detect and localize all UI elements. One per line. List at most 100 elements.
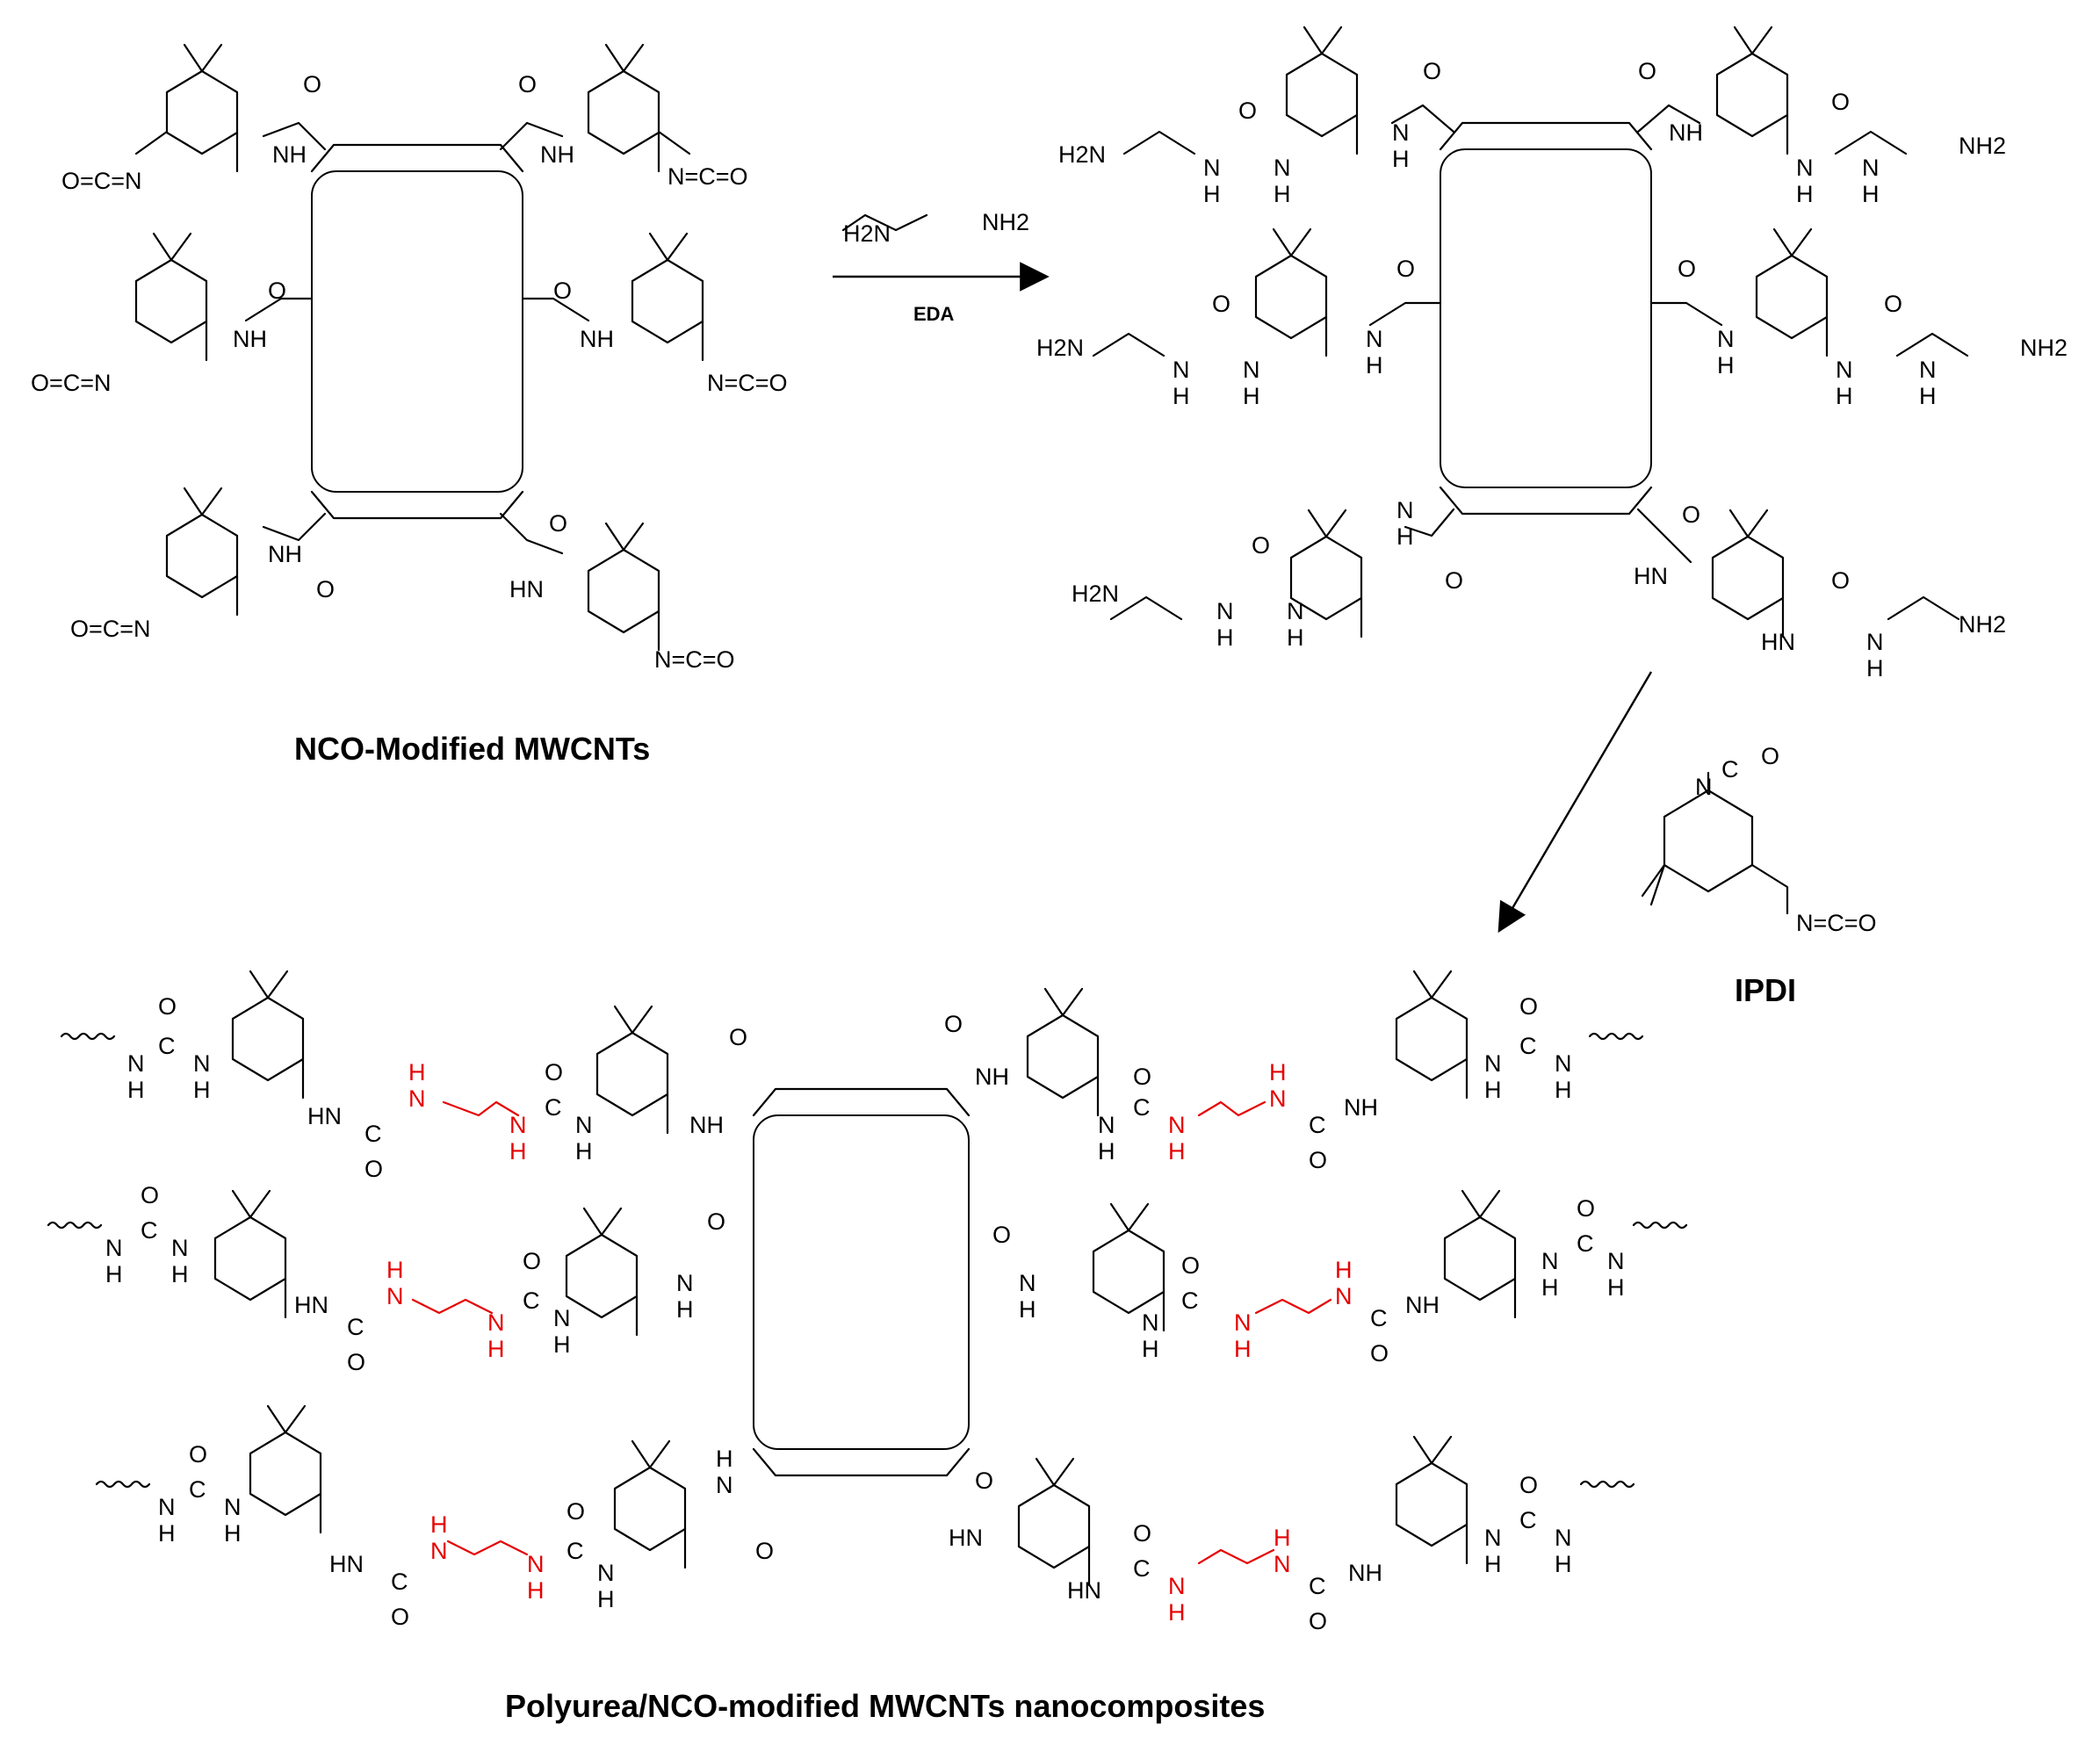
- hn-label: HN: [1634, 563, 1668, 589]
- o-label: O: [1423, 58, 1441, 84]
- hn-label: HN: [949, 1525, 983, 1551]
- h-label-red: H: [430, 1511, 448, 1538]
- o-label: O: [523, 1248, 541, 1274]
- n-label: N: [716, 1472, 733, 1498]
- h-label-red: H: [1274, 1525, 1291, 1551]
- ipdi-structure: N C O N=C=O IPDI: [1641, 743, 1877, 1008]
- o-label: O: [1831, 567, 1850, 594]
- arm-lr: [499, 512, 660, 652]
- n-label: N: [1796, 155, 1814, 181]
- arm-ul: [134, 43, 327, 173]
- h-label-red: H: [487, 1336, 505, 1362]
- n-label-red: N: [1168, 1573, 1186, 1599]
- h2n-label: H2N: [1058, 141, 1106, 168]
- h2n-label: H2N: [1036, 335, 1084, 361]
- n-label: N: [1366, 326, 1383, 352]
- n-label: N: [193, 1050, 211, 1077]
- nco-label: O=C=N: [70, 616, 151, 642]
- h-label-red: H: [1269, 1059, 1287, 1085]
- h-label: H: [1287, 624, 1304, 651]
- n-label: N: [1607, 1248, 1625, 1274]
- h-label: H: [1607, 1274, 1625, 1301]
- o-label: O: [1252, 532, 1270, 559]
- h-label: H: [1484, 1551, 1502, 1577]
- arm-ur: [499, 43, 691, 173]
- reaction-arrow-1: H2N NH2 EDA: [833, 209, 1050, 325]
- nh-label: NH: [580, 326, 614, 352]
- h-label: H: [553, 1331, 571, 1358]
- h-label-red: H: [1234, 1336, 1252, 1362]
- h-label: H: [1019, 1296, 1036, 1323]
- o-label: O: [1638, 58, 1656, 84]
- c-label: C: [1309, 1112, 1326, 1138]
- nh2-label: NH2: [1959, 133, 2006, 159]
- h-label-red: H: [1168, 1599, 1186, 1626]
- o-label: O: [553, 278, 572, 304]
- o-label: O: [545, 1059, 563, 1085]
- hn-label: HN: [329, 1551, 364, 1577]
- h-label: H: [1243, 383, 1260, 409]
- c-label: C: [364, 1121, 382, 1147]
- h-label: H: [1366, 352, 1383, 379]
- nh-label: NH: [975, 1064, 1009, 1090]
- n-label: N: [1717, 326, 1735, 352]
- n-label: N: [1216, 598, 1234, 624]
- n-label: N: [1287, 598, 1304, 624]
- nh2-label: NH2: [2020, 335, 2068, 361]
- n-label: N: [1484, 1050, 1502, 1077]
- n-label: N: [1555, 1525, 1572, 1551]
- c-label: C: [1577, 1230, 1594, 1257]
- arm-ml: [134, 232, 314, 362]
- n-label: N: [1392, 119, 1410, 146]
- nh2-label: NH2: [1959, 611, 2006, 638]
- nh-label: NH: [1405, 1292, 1440, 1318]
- o-label: O: [141, 1182, 159, 1208]
- n-label: N: [224, 1494, 242, 1520]
- c-label: C: [1309, 1573, 1326, 1599]
- c-label: C: [1519, 1507, 1537, 1533]
- o-label: O: [1212, 291, 1230, 317]
- h-label: H: [1555, 1077, 1572, 1103]
- nh-label: NH: [1348, 1560, 1382, 1586]
- h-label: H: [193, 1077, 211, 1103]
- n-label: N: [1098, 1112, 1115, 1138]
- o-label: O: [316, 576, 335, 602]
- n-label-red: N: [527, 1551, 545, 1577]
- n-label-red: N: [386, 1283, 404, 1309]
- o-label: O: [1884, 291, 1902, 317]
- o-label: O: [755, 1538, 774, 1564]
- h-label-red: H: [1335, 1257, 1353, 1283]
- n-label: N: [1555, 1050, 1572, 1077]
- n-label: N: [553, 1305, 571, 1331]
- h-label: H: [1142, 1336, 1159, 1362]
- n-label-red: N: [1269, 1085, 1287, 1112]
- n-label: N: [1243, 357, 1260, 383]
- o-label: O: [518, 71, 537, 97]
- o-label: O: [268, 278, 286, 304]
- o-label: O: [303, 71, 321, 97]
- h-label-red: H: [527, 1577, 545, 1604]
- o-label: O: [1238, 97, 1257, 124]
- o-label: O: [1519, 993, 1538, 1020]
- n-label-red: N: [1234, 1309, 1252, 1336]
- n-label: N: [676, 1270, 694, 1296]
- o-label: O: [549, 510, 567, 537]
- n-label: N: [1484, 1525, 1502, 1551]
- h-label: H: [1862, 181, 1880, 207]
- n-label: N: [597, 1560, 615, 1586]
- h-label: H: [127, 1077, 145, 1103]
- eda-label: EDA: [913, 303, 955, 325]
- h-label-red: H: [386, 1257, 404, 1283]
- n-label: N: [1836, 357, 1853, 383]
- h-label: H: [716, 1446, 733, 1472]
- h-label: H: [1717, 352, 1735, 379]
- reactant-caption: NCO-Modified MWCNTs: [294, 731, 650, 767]
- o-label: O: [1445, 567, 1463, 594]
- h-label: H: [1098, 1138, 1115, 1165]
- h-label: H: [1392, 146, 1410, 172]
- nh-label: NH: [268, 541, 302, 567]
- c-label: C: [545, 1094, 562, 1121]
- nh-label: NH: [540, 141, 574, 168]
- c-label: C: [523, 1287, 540, 1314]
